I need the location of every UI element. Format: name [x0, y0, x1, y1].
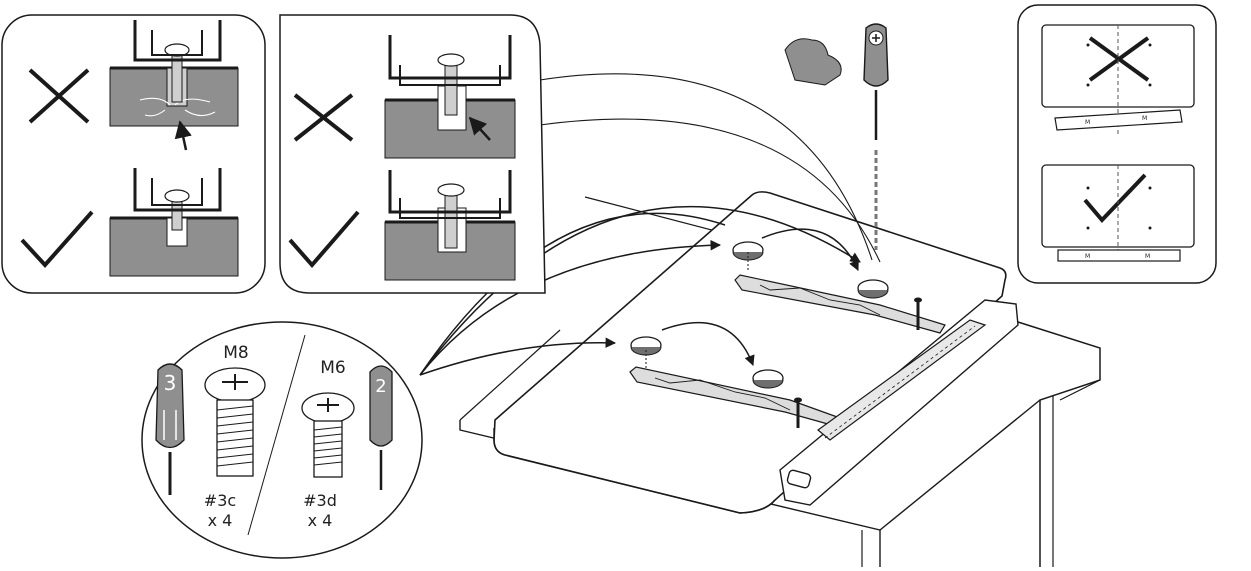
warning-panel-depth	[279, 14, 546, 294]
rotate-arrow-icon	[752, 369, 784, 389]
check-icon	[288, 210, 360, 269]
cross-icon	[1088, 36, 1150, 82]
part-number-label: #3d	[303, 491, 337, 510]
warning-panel-crack	[1, 14, 266, 294]
arm-strength-icon	[784, 38, 842, 86]
bracket-marking: M	[1085, 253, 1090, 260]
rotate-arrow-icon	[857, 279, 889, 299]
part-number-label: #3c	[204, 491, 236, 510]
quantity-label: x 4	[308, 511, 333, 530]
screwdriver-icon: 2	[369, 365, 393, 490]
screwdriver-icon: 3	[155, 363, 185, 495]
tv-panel	[493, 191, 1019, 514]
check-icon	[1083, 173, 1147, 223]
screw-size-label: M6	[320, 358, 345, 378]
driver-number: 3	[164, 371, 177, 395]
check-icon	[20, 210, 94, 268]
quantity-label: x 4	[208, 511, 233, 530]
driver-number: 2	[375, 376, 386, 397]
screw-size-label: M8	[223, 343, 248, 363]
rotate-arrow-icon	[732, 241, 764, 272]
bracket-marking: M	[1085, 119, 1090, 126]
cross-icon	[293, 93, 354, 142]
screw-kit-callout: 3 M8 #3c x 4 M	[141, 321, 423, 559]
rotate-arrow-icon	[630, 336, 662, 368]
screw-icon	[301, 392, 355, 478]
screw-icon	[204, 367, 266, 477]
screwdriver-icon	[863, 23, 889, 250]
alignment-panel: M M M M	[1017, 4, 1217, 284]
mounting-rail-upper	[734, 274, 946, 334]
bracket-marking: M	[1142, 115, 1147, 122]
bracket-marking: M	[1145, 253, 1150, 260]
cross-icon	[28, 68, 90, 124]
mounting-rail-vertical	[794, 297, 987, 441]
